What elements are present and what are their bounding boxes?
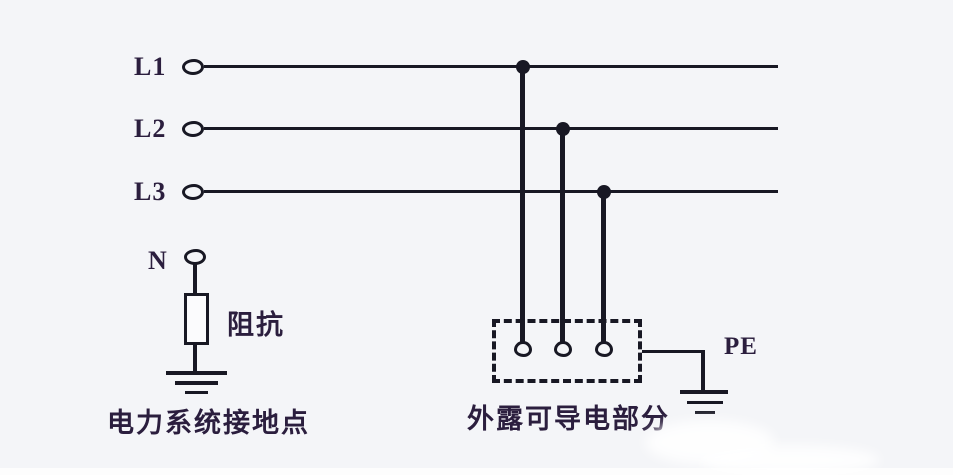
- impedance-label: 阻抗: [227, 310, 285, 341]
- pe-label: PE: [724, 333, 758, 360]
- watermark-smudge-2: [700, 445, 880, 475]
- junction-dot-l1: [516, 60, 530, 74]
- exposed-part-terminal-2-icon: [554, 341, 572, 357]
- phase-l2-label: L2: [134, 114, 167, 143]
- phase-l3-label: L3: [134, 177, 167, 206]
- phase-l1-label: L1: [134, 52, 167, 81]
- branch-drop-l1-line: [520, 66, 525, 342]
- exposed-parts-label: 外露可导电部分: [467, 404, 670, 435]
- system-ground-label: 电力系统接地点: [107, 408, 310, 439]
- branch-drop-l2-line: [560, 128, 565, 342]
- branch-drop-l3-line: [601, 191, 606, 342]
- junction-dot-l2: [556, 122, 570, 136]
- neutral-source-terminal-icon: [184, 249, 206, 265]
- impedance-resistor-icon: [184, 293, 209, 345]
- exposed-part-terminal-1-icon: [514, 341, 532, 357]
- phase-l2-source-terminal-icon: [182, 121, 204, 137]
- pe-horizontal-line: [642, 350, 705, 353]
- pe-vertical-line: [701, 350, 705, 392]
- impedance-to-ground-line: [193, 345, 197, 373]
- phase-l1-source-terminal-icon: [182, 59, 204, 75]
- exposed-parts-enclosure: [492, 319, 642, 383]
- junction-dot-l3: [597, 185, 611, 199]
- phase-l1-conductor-line: [204, 65, 778, 68]
- phase-l2-conductor-line: [204, 127, 778, 130]
- neutral-label: N: [148, 246, 168, 275]
- phase-l3-conductor-line: [204, 190, 778, 193]
- exposed-part-terminal-3-icon: [595, 341, 613, 357]
- neutral-to-impedance-line: [193, 264, 197, 294]
- phase-l3-source-terminal-icon: [182, 184, 204, 200]
